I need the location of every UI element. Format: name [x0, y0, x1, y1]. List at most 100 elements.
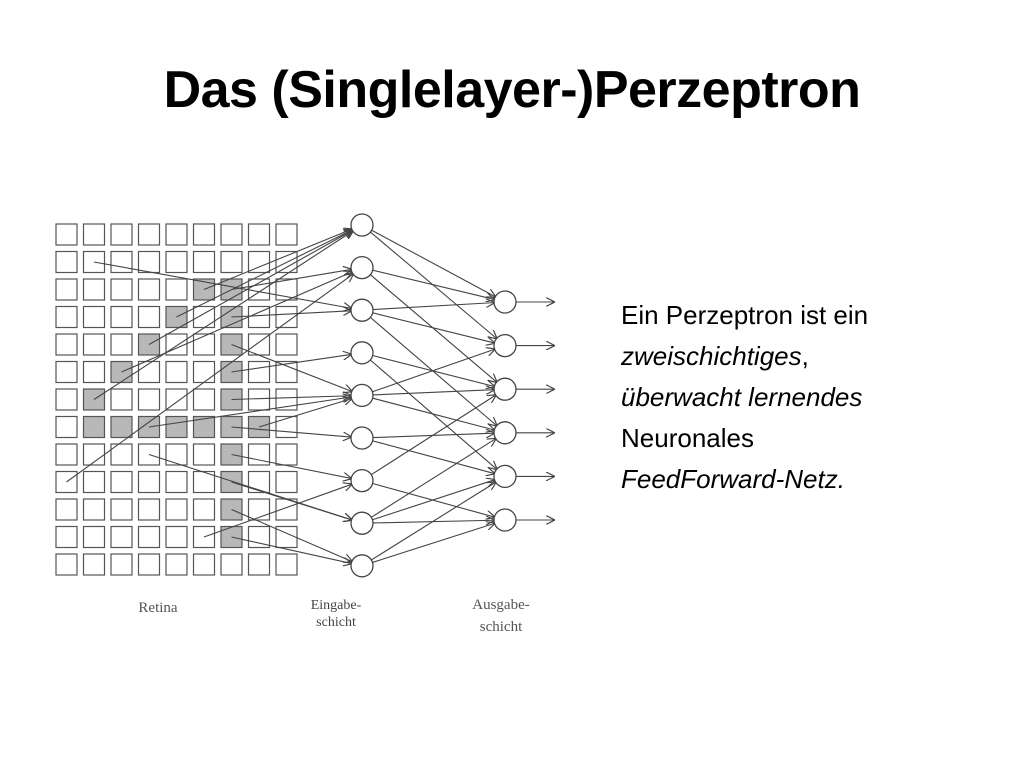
- retina-cell: [165, 443, 188, 466]
- retina-cell-active: [192, 415, 216, 439]
- retina-connection: [231, 453, 352, 479]
- retina-cell: [275, 223, 298, 246]
- retina-cell: [82, 278, 106, 301]
- hidden-connection: [370, 395, 495, 476]
- retina-cell: [165, 388, 188, 411]
- input-neuron: [350, 341, 374, 365]
- perceptron-diagram: Retina Eingabe- schicht Ausgabe- schicht: [40, 200, 580, 650]
- retina-cell: [55, 223, 78, 246]
- retina-cell: [165, 498, 188, 521]
- input-neuron: [350, 213, 374, 237]
- retina-cell: [275, 305, 298, 329]
- retina-cell: [110, 223, 133, 246]
- retina-cell: [137, 250, 161, 274]
- retina-cell: [82, 525, 106, 549]
- hidden-connection: [372, 349, 494, 393]
- output-neuron: [493, 377, 517, 401]
- output-neuron: [493, 464, 517, 489]
- hidden-connection: [372, 397, 495, 430]
- retina-cell: [137, 223, 161, 246]
- input-neuron: [350, 255, 374, 280]
- retina-cell: [55, 415, 78, 439]
- retina-cell: [165, 223, 188, 246]
- retina-cell: [247, 443, 271, 466]
- retina-connection: [231, 426, 352, 437]
- retina-connection: [148, 397, 351, 428]
- retina-cell: [55, 388, 78, 411]
- retina-cell: [275, 415, 298, 439]
- retina-connection: [121, 272, 352, 373]
- retina-cell: [247, 223, 271, 246]
- retina-connection: [231, 269, 352, 291]
- retina-cell: [137, 305, 161, 329]
- hidden-connection: [371, 229, 496, 297]
- description: Ein Perzeptron ist ein zweischichtiges, …: [621, 295, 1001, 500]
- retina-cell: [192, 388, 216, 411]
- retina-cell: [275, 388, 298, 411]
- retina-cell: [82, 333, 106, 356]
- perceptron-diagram-svg: Retina Eingabe- schicht Ausgabe- schicht: [55, 213, 580, 635]
- hidden-connection: [372, 440, 495, 474]
- retina-connection: [231, 508, 352, 562]
- retina-cell: [192, 470, 216, 494]
- retina-cell: [82, 360, 106, 384]
- retina-connection: [231, 396, 352, 400]
- output-neuron: [493, 333, 517, 358]
- retina-cell: [247, 470, 271, 494]
- retina-grid: [55, 223, 298, 576]
- retina-cell: [55, 305, 78, 329]
- retina-cell: [220, 250, 243, 274]
- output-layer-label-line1: Ausgabe-: [472, 597, 529, 613]
- retina-cell: [110, 305, 133, 329]
- retina-cell: [275, 525, 298, 549]
- retina-cell: [192, 443, 216, 466]
- description-line-1: Ein Perzeptron ist ein: [621, 300, 869, 330]
- retina-connection: [258, 399, 351, 428]
- retina-connection: [176, 230, 353, 318]
- retina-label: Retina: [138, 600, 177, 616]
- retina-connection: [231, 354, 352, 373]
- hidden-connection: [371, 482, 495, 561]
- retina-cell: [137, 553, 161, 576]
- retina-cell: [110, 278, 133, 301]
- description-line-2: zweischichtiges: [621, 341, 802, 371]
- input-layer-label-line1: Eingabe-: [311, 598, 362, 613]
- input-layer-label-line2: schicht: [316, 615, 356, 630]
- retina-cell: [82, 498, 106, 521]
- retina-cell: [275, 333, 298, 356]
- retina-connection: [148, 230, 352, 345]
- retina-cell: [55, 360, 78, 384]
- retina-cell: [165, 250, 188, 274]
- description-line-3: überwacht lernendes: [621, 382, 863, 412]
- retina-connection: [203, 484, 352, 538]
- output-neuron: [493, 421, 517, 445]
- hidden-connection: [372, 480, 494, 521]
- retina-connection: [93, 261, 351, 308]
- retina-connection: [203, 229, 352, 291]
- retina-cell: [82, 305, 106, 329]
- retina-cell: [137, 278, 161, 301]
- retina-cell: [110, 498, 133, 521]
- retina-cell: [82, 223, 106, 246]
- retina-cell-active: [165, 415, 188, 439]
- input-neuron: [350, 468, 374, 493]
- retina-cell: [192, 333, 216, 356]
- retina-cell: [55, 278, 78, 301]
- hidden-connection: [372, 303, 494, 311]
- input-neuron: [350, 511, 374, 535]
- retina-cell: [247, 553, 271, 576]
- retina-cell: [192, 553, 216, 576]
- retina-connection: [66, 274, 354, 483]
- input-neuron: [350, 426, 374, 450]
- retina-cell: [165, 553, 188, 576]
- retina-cell: [55, 553, 78, 576]
- retina-cell: [220, 553, 243, 576]
- retina-cell: [275, 553, 298, 576]
- retina-cell: [110, 470, 133, 494]
- retina-cell: [247, 388, 271, 411]
- retina-cell: [110, 443, 133, 466]
- retina-cell: [110, 388, 133, 411]
- retina-cell: [110, 250, 133, 274]
- retina-cell: [247, 498, 271, 521]
- output-layer-label-line2: schicht: [480, 619, 523, 635]
